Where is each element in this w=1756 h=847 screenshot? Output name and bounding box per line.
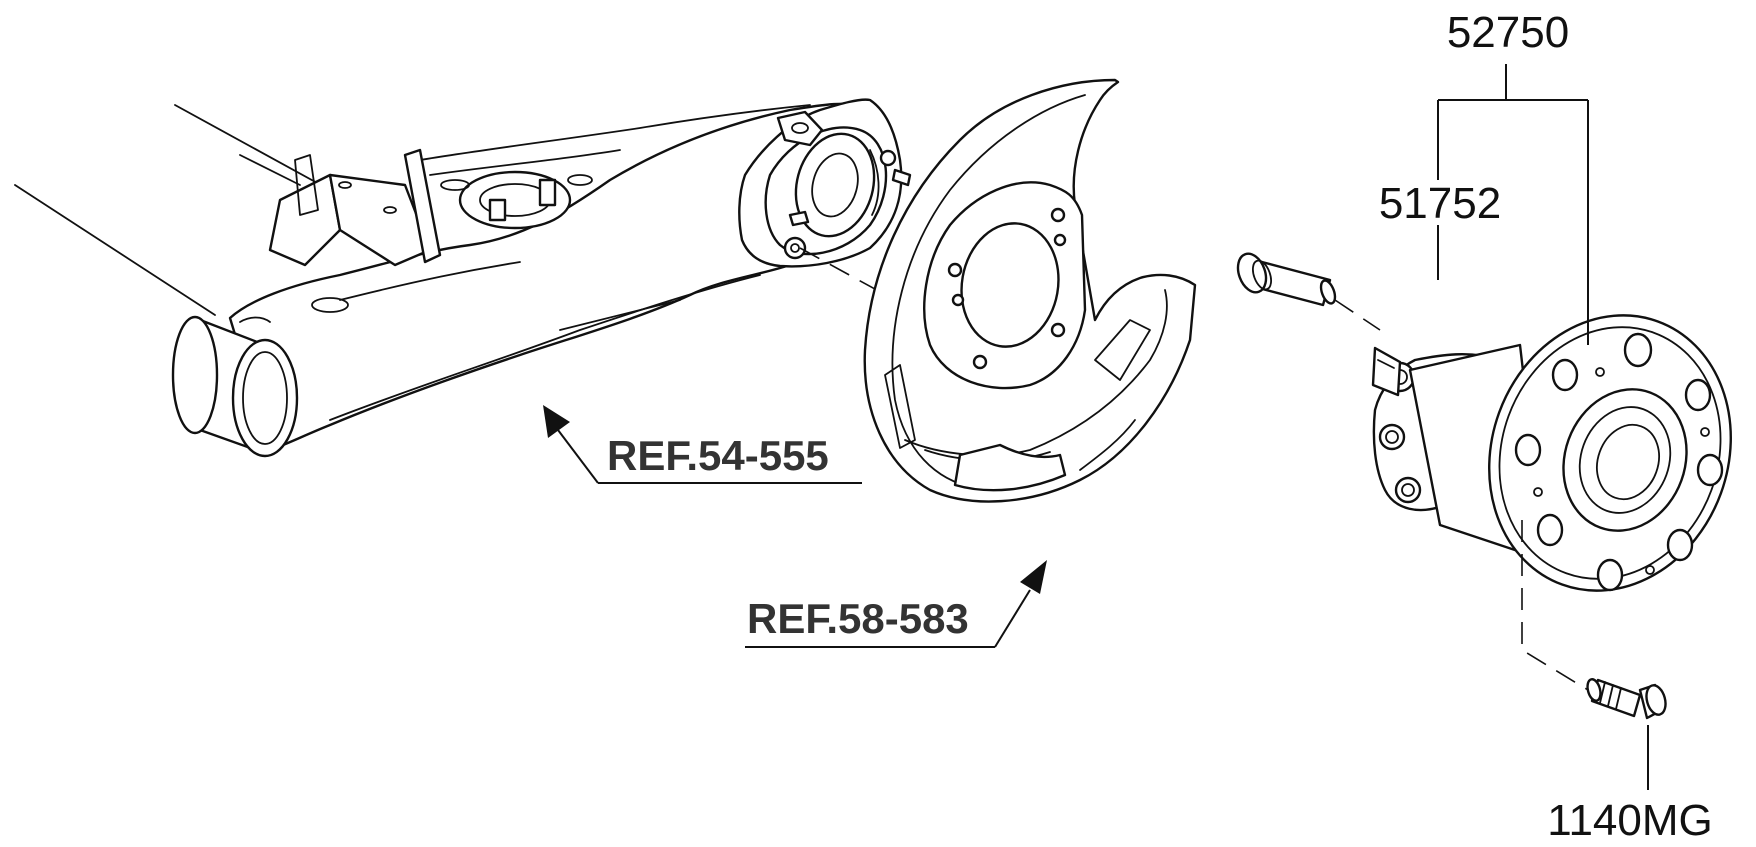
label-1140mg: 1140MG bbox=[1547, 796, 1713, 845]
ref-axle-arrow bbox=[543, 405, 570, 438]
axis-line-bolt bbox=[1521, 520, 1589, 691]
hub-bearing-assembly bbox=[1371, 314, 1732, 592]
wheel-stud bbox=[1236, 252, 1337, 307]
leader-lines bbox=[543, 64, 1649, 790]
label-ref-58-583: REF.58-583 bbox=[747, 595, 969, 642]
backing-plate bbox=[863, 78, 1197, 503]
rear-axle-beam bbox=[14, 102, 882, 458]
axis-line-carrier bbox=[799, 247, 896, 301]
axis-line-stud bbox=[1334, 299, 1381, 331]
ref-shield-arrow bbox=[1020, 560, 1047, 594]
axle-carrier bbox=[738, 98, 912, 268]
label-52750: 52750 bbox=[1447, 8, 1569, 57]
label-51752: 51752 bbox=[1379, 179, 1501, 228]
label-ref-54-555: REF.54-555 bbox=[607, 432, 829, 479]
hub-bolt bbox=[1586, 678, 1667, 720]
